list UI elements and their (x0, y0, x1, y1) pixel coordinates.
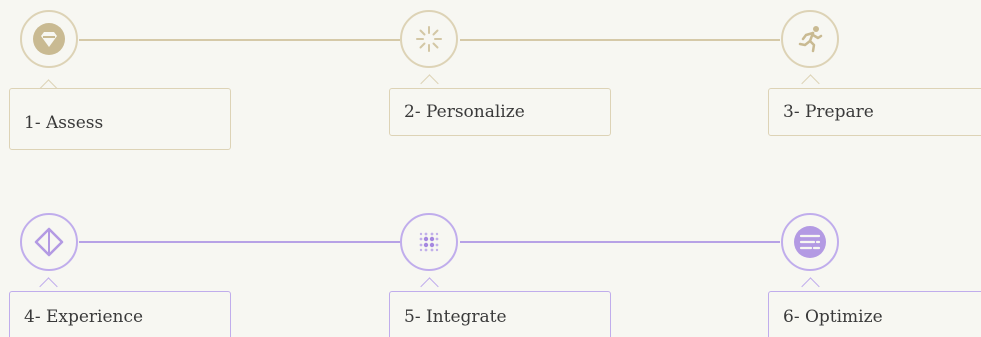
step-label: 2- Personalize (404, 102, 525, 122)
step-node-integrate[interactable] (400, 213, 458, 271)
list-lines-icon (793, 225, 827, 259)
dot-grid-icon (414, 227, 444, 257)
step-card-integrate[interactable]: 5- Integrate (389, 291, 611, 337)
rhombus-icon (33, 226, 65, 258)
step-label: 3- Prepare (783, 102, 874, 122)
loading-spinner-icon (414, 24, 444, 54)
step-card-prepare[interactable]: 3- Prepare (768, 88, 981, 136)
timeline-connector (460, 241, 780, 243)
step-node-assess[interactable] (20, 10, 78, 68)
timeline-connector (79, 241, 400, 243)
diamond-gem-icon (32, 22, 66, 56)
timeline-connector (460, 39, 780, 41)
step-node-experience[interactable] (20, 213, 78, 271)
step-label: 4- Experience (24, 307, 144, 327)
step-node-optimize[interactable] (781, 213, 839, 271)
step-card-assess[interactable]: 1- Assess (9, 88, 231, 150)
step-label: 5- Integrate (404, 307, 507, 327)
step-card-optimize[interactable]: 6- Optimize (768, 291, 981, 337)
running-person-icon (794, 23, 826, 55)
step-label: 1- Assess (24, 113, 104, 133)
step-card-experience[interactable]: 4- Experience (9, 291, 231, 337)
step-label: 6- Optimize (783, 307, 883, 327)
step-node-prepare[interactable] (781, 10, 839, 68)
timeline-connector (79, 39, 400, 41)
step-card-personalize[interactable]: 2- Personalize (389, 88, 611, 136)
step-node-personalize[interactable] (400, 10, 458, 68)
